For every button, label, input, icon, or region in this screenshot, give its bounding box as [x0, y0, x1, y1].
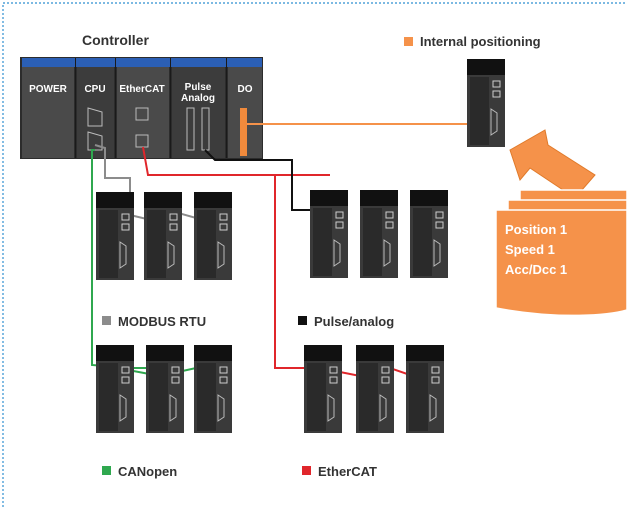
module-power — [22, 58, 74, 158]
pulse-analog-cable — [204, 149, 330, 211]
controller-rack: POWER CPU EtherCAT Pulse Analog DO — [20, 57, 263, 159]
internal-legend-swatch — [404, 37, 413, 46]
drive-group-canopen — [95, 344, 233, 434]
module-label-analog: Analog — [181, 93, 215, 104]
internal-positioning-label: Internal positioning — [420, 34, 541, 49]
note-line-position: Position 1 — [505, 222, 567, 237]
position-note: Position 1 Speed 1 Acc/Dcc 1 — [495, 189, 627, 317]
note-line-acc: Acc/Dcc 1 — [505, 262, 567, 277]
note-line-speed: Speed 1 — [505, 242, 555, 257]
module-pulse-analog — [172, 58, 225, 158]
drive-internal — [466, 58, 506, 148]
module-label-power: POWER — [29, 84, 68, 95]
module-label-cpu: CPU — [84, 84, 105, 95]
module-cpu — [77, 58, 114, 158]
modbus-label: MODBUS RTU — [118, 314, 206, 329]
canopen-label: CANopen — [118, 464, 177, 479]
drive-group-pulse-analog — [309, 189, 449, 279]
drive-group-ethercat — [303, 344, 445, 434]
module-label-pulse: Pulse — [185, 82, 212, 93]
internal-arrow — [509, 129, 596, 199]
modbus-legend-swatch — [102, 316, 111, 325]
canopen-legend-swatch — [102, 466, 111, 475]
drive-group-modbus — [95, 191, 233, 281]
pulse-analog-legend-swatch — [298, 316, 307, 325]
ethercat-label: EtherCAT — [318, 464, 377, 479]
controller-title: Controller — [82, 32, 149, 48]
ethercat-legend-swatch — [302, 466, 311, 475]
module-label-ethercat: EtherCAT — [119, 84, 164, 95]
pulse-analog-label: Pulse/analog — [314, 314, 394, 329]
module-label-do: DO — [238, 84, 253, 95]
